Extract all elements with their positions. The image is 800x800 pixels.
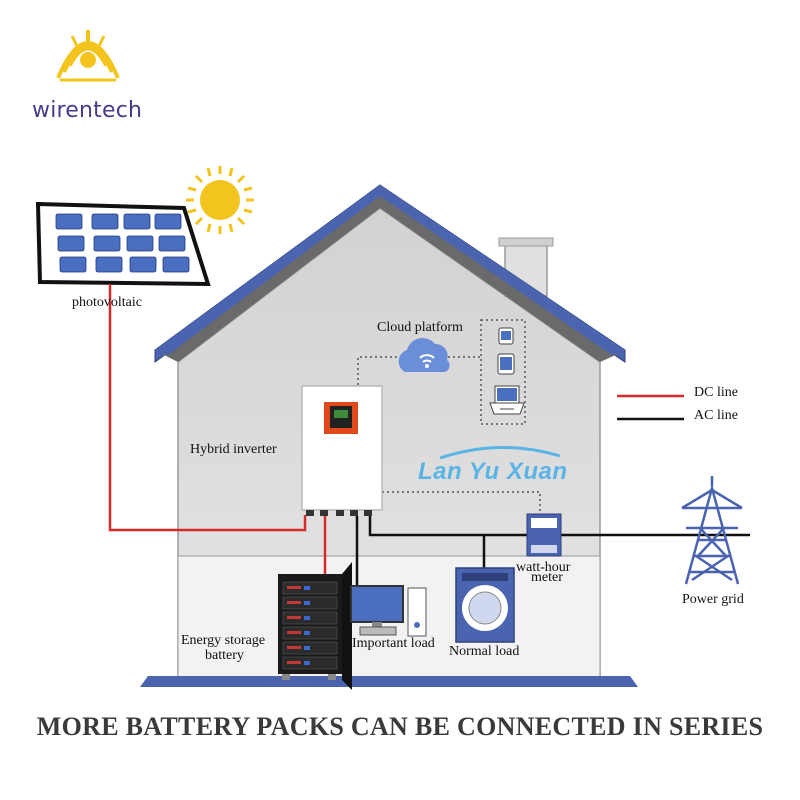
washing-machine-icon xyxy=(455,567,515,643)
hybrid-inverter-icon xyxy=(301,385,383,516)
label-cloud-platform: Cloud platform xyxy=(377,320,463,335)
comm-line xyxy=(357,319,541,515)
label-important-load: Important load xyxy=(352,636,435,651)
device-icons xyxy=(489,327,525,415)
footer-caption: MORE BATTERY PACKS CAN BE CONNECTED IN S… xyxy=(36,712,764,741)
brand-logo-icon xyxy=(56,30,120,82)
label-meter: meter xyxy=(531,570,563,585)
brand-name: wirentech xyxy=(32,98,143,123)
label-hybrid-inverter: Hybrid inverter xyxy=(190,442,277,457)
computer-icon xyxy=(350,585,427,637)
label-watt-hour: watt-hour xyxy=(516,560,571,575)
floor xyxy=(140,676,638,687)
sun-icon xyxy=(186,166,254,234)
cloud-icon xyxy=(398,337,450,372)
legend-ac-line: AC line xyxy=(694,408,738,423)
solar-panel-icon xyxy=(35,201,211,287)
watermark: Lan Yu Xuan xyxy=(418,458,568,485)
watermark-swoosh xyxy=(439,446,561,460)
label-energy-storage: Energy storage xyxy=(181,633,266,648)
label-power-grid: Power grid xyxy=(682,592,744,607)
legend xyxy=(617,394,684,421)
label-photovoltaic: photovoltaic xyxy=(72,295,142,310)
label-energy-storage-battery: battery xyxy=(205,648,244,663)
battery-cabinet-icon xyxy=(278,562,352,690)
power-tower-icon xyxy=(681,476,743,585)
watt-hour-meter-icon xyxy=(526,513,562,557)
legend-dc-line: DC line xyxy=(694,385,738,400)
label-normal-load: Normal load xyxy=(449,644,520,659)
